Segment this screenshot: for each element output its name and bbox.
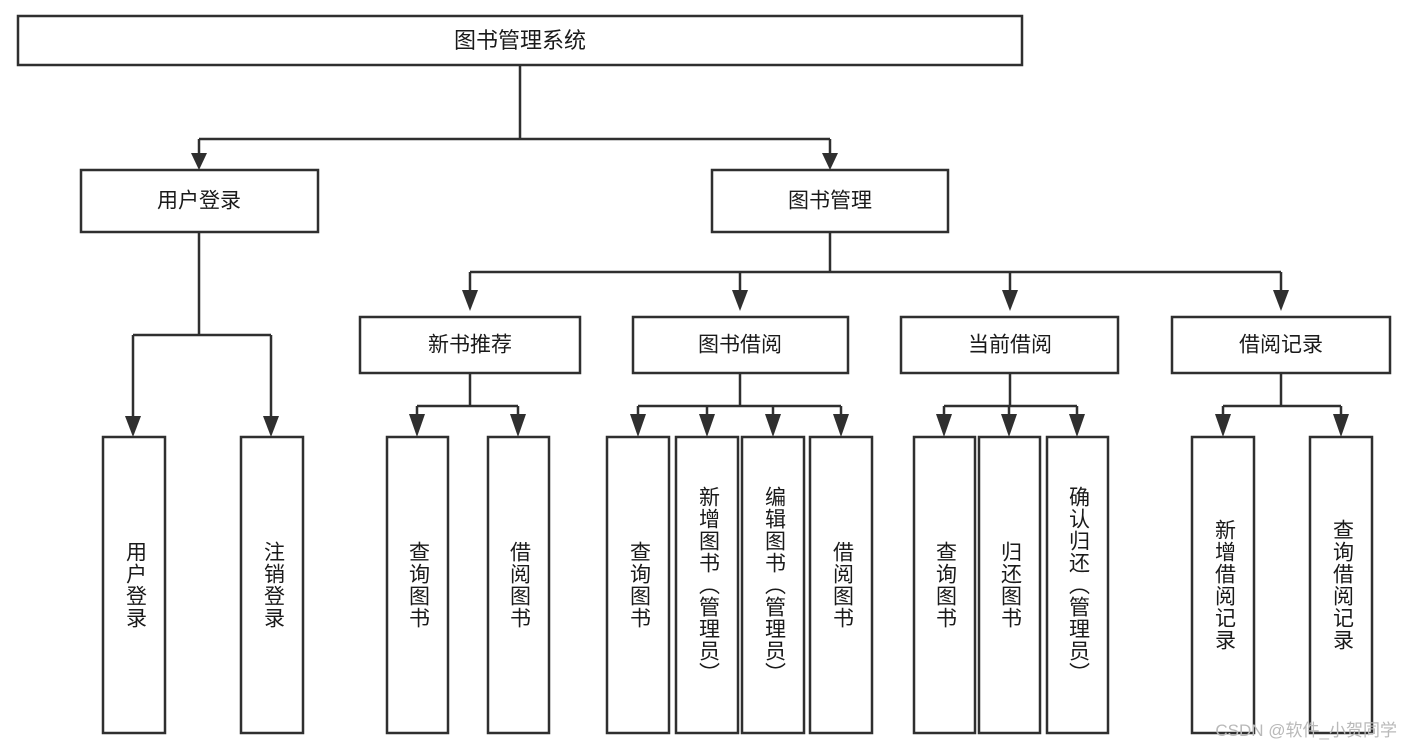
connector-group-book-borrow-to-leaves <box>630 373 849 437</box>
leaf-user-login-logout-label: 注销登录 <box>261 541 285 629</box>
leaf-nbr-borrow-book-box[interactable] <box>486 435 551 735</box>
leaf-book-borrow-edit-book-admin[interactable]: 编辑图书（管理员） <box>740 435 806 735</box>
arrow-head-user-login <box>191 153 207 170</box>
arrow-head-leaf-user-login <box>125 416 141 437</box>
leaf-cb-confirm-return-box[interactable] <box>1045 435 1110 735</box>
node-book-borrow-label: 图书借阅 <box>698 334 782 357</box>
leaf-bb-edit-book-label: 编辑图书（管理员） <box>762 486 786 684</box>
leaf-bb-borrow-book-label: 借阅图书 <box>830 541 854 629</box>
arrow-head-bb-leaf-3 <box>765 414 781 437</box>
leaf-br-add-record-label: 新增借阅记录 <box>1212 519 1236 651</box>
connector-group-current-borrow-to-leaves <box>936 373 1085 437</box>
node-new-book-recommend-box[interactable] <box>358 315 582 375</box>
node-book-management-label: 图书管理 <box>788 190 872 213</box>
node-root-label: 图书管理系统 <box>454 28 586 53</box>
arrow-head-leaf-logout <box>263 416 279 437</box>
arrow-head-br-leaf-2 <box>1333 414 1349 437</box>
node-new-book-recommend-label: 新书推荐 <box>428 334 512 357</box>
leaf-bb-add-book-box[interactable] <box>674 435 740 735</box>
connector-group-root-to-level1 <box>191 65 838 170</box>
node-book-borrow-box[interactable] <box>631 315 850 375</box>
leaf-cb-return-book-label: 归还图书 <box>998 541 1022 629</box>
arrow-head-cb-leaf-1 <box>936 414 952 437</box>
leaf-br-query-record-label: 查询借阅记录 <box>1330 519 1354 651</box>
leaf-br-query-record-box[interactable] <box>1308 435 1374 735</box>
leaf-bb-borrow-book-box[interactable] <box>808 435 874 735</box>
leaf-cb-query-book-label: 查询图书 <box>933 541 957 629</box>
leaf-nbr-borrow-book-label: 借阅图书 <box>507 541 531 629</box>
leaf-borrow-record-query-record[interactable]: 查询借阅记录 <box>1308 435 1374 735</box>
leaf-book-borrow-add-book-admin[interactable]: 新增图书（管理员） <box>674 435 740 735</box>
node-borrow-record-label: 借阅记录 <box>1239 334 1323 357</box>
leaf-cb-confirm-return-label: 确认归还（管理员） <box>1066 486 1090 684</box>
connector-group-new-book-recommend-to-leaves <box>409 373 526 437</box>
node-root-book-management-system[interactable]: 图书管理系统 <box>16 14 1024 67</box>
node-user-login-label: 用户登录 <box>157 190 241 213</box>
leaf-nbr-query-book-label: 查询图书 <box>406 541 430 629</box>
leaf-current-borrow-confirm-return-admin[interactable]: 确认归还（管理员） <box>1045 435 1110 735</box>
node-current-borrow-box[interactable] <box>899 315 1120 375</box>
arrow-head-bb-leaf-4 <box>833 414 849 437</box>
node-root-box[interactable] <box>16 14 1024 67</box>
leaf-bb-query-book-label: 查询图书 <box>627 541 651 629</box>
leaf-book-borrow-query-book[interactable]: 查询图书 <box>605 435 671 735</box>
arrow-head-cb-leaf-2 <box>1001 414 1017 437</box>
leaf-bb-query-book-box[interactable] <box>605 435 671 735</box>
node-current-borrow[interactable]: 当前借阅 <box>899 315 1120 375</box>
node-user-login[interactable]: 用户登录 <box>79 168 320 234</box>
arrow-head-nbr-leaf-1 <box>409 414 425 437</box>
leaf-book-borrow-borrow-book[interactable]: 借阅图书 <box>808 435 874 735</box>
node-current-borrow-label: 当前借阅 <box>968 334 1052 357</box>
leaf-user-login-logout[interactable]: 注销登录 <box>239 435 305 735</box>
node-new-book-recommend[interactable]: 新书推荐 <box>358 315 582 375</box>
arrow-head-cb-leaf-3 <box>1069 414 1085 437</box>
arrow-head-bb-leaf-2 <box>699 414 715 437</box>
arrow-head-br-leaf-1 <box>1215 414 1231 437</box>
leaf-user-login-login-box[interactable] <box>101 435 167 735</box>
leaf-cb-return-book-box[interactable] <box>977 435 1042 735</box>
leaf-user-login-logout-box[interactable] <box>239 435 305 735</box>
arrow-head-new-book-recommend <box>462 290 478 311</box>
leaf-user-login-login[interactable]: 用户登录 <box>101 435 167 735</box>
leaf-new-book-recommend-borrow-book[interactable]: 借阅图书 <box>486 435 551 735</box>
leaf-current-borrow-query-book[interactable]: 查询图书 <box>912 435 977 735</box>
connector-group-book-mgmt-to-level2 <box>462 232 1289 311</box>
leaf-cb-query-book-box[interactable] <box>912 435 977 735</box>
node-book-management-box[interactable] <box>710 168 950 234</box>
arrow-head-bb-leaf-1 <box>630 414 646 437</box>
leaf-current-borrow-return-book[interactable]: 归还图书 <box>977 435 1042 735</box>
leaf-bb-add-book-label: 新增图书（管理员） <box>696 486 720 684</box>
leaf-new-book-recommend-query-book[interactable]: 查询图书 <box>385 435 450 735</box>
node-borrow-record-box[interactable] <box>1170 315 1392 375</box>
arrow-head-nbr-leaf-2 <box>510 414 526 437</box>
leaf-borrow-record-add-record[interactable]: 新增借阅记录 <box>1190 435 1256 735</box>
arrow-head-book-mgmt <box>822 153 838 170</box>
leaf-nbr-query-book-box[interactable] <box>385 435 450 735</box>
node-book-management[interactable]: 图书管理 <box>710 168 950 234</box>
leaf-user-login-login-label: 用户登录 <box>123 541 147 629</box>
arrow-head-borrow-record <box>1273 290 1289 311</box>
node-book-borrow[interactable]: 图书借阅 <box>631 315 850 375</box>
arrow-head-book-borrow <box>732 290 748 311</box>
connector-group-borrow-record-to-leaves <box>1215 373 1349 437</box>
node-borrow-record[interactable]: 借阅记录 <box>1170 315 1392 375</box>
arrow-head-current-borrow <box>1002 290 1018 311</box>
leaf-bb-edit-book-box[interactable] <box>740 435 806 735</box>
node-user-login-box[interactable] <box>79 168 320 234</box>
connector-group-user-login-to-leaves <box>125 232 279 437</box>
leaf-br-add-record-box[interactable] <box>1190 435 1256 735</box>
